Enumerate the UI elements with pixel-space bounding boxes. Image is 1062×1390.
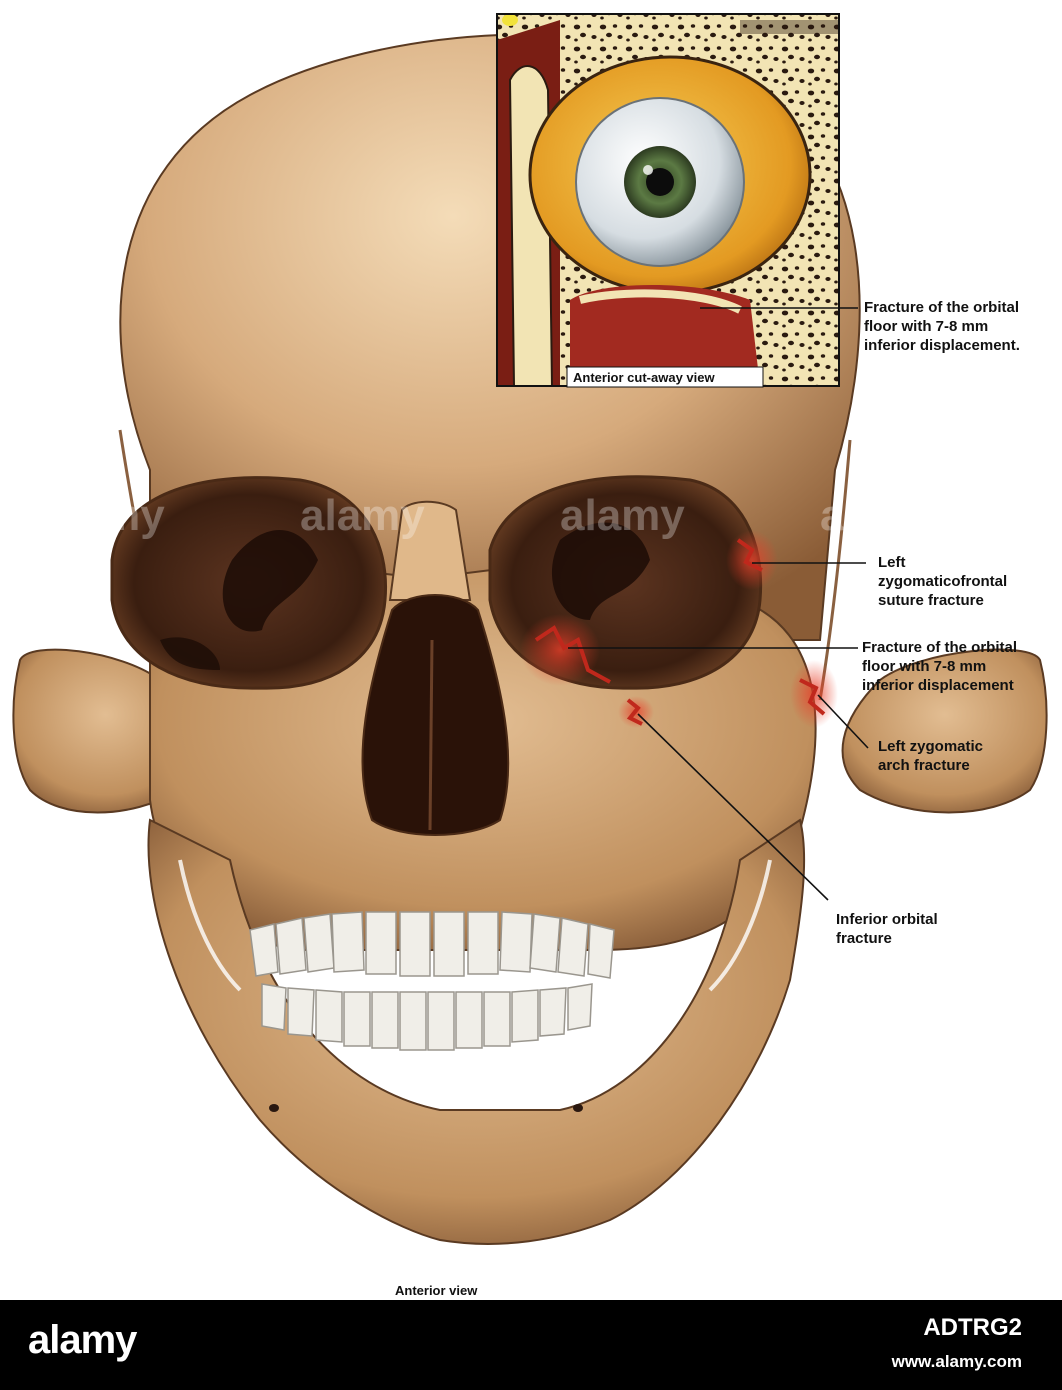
svg-text:alamy: alamy <box>300 491 425 540</box>
svg-text:alamy: alamy <box>820 491 945 540</box>
inset-caption: Anterior cut-away view <box>573 370 715 385</box>
nasal-cavity <box>361 594 510 836</box>
inset-caption-box <box>566 366 764 388</box>
svg-text:alamy: alamy <box>560 491 685 540</box>
right-zygoma <box>841 648 1048 814</box>
label-inferior-orbital-fracture: Inferior orbital fracture <box>836 911 938 947</box>
label-orbital-floor-fracture: Fracture of the orbital floor with 7-8 m… <box>862 639 1018 694</box>
image-code: ADTRG2 <box>923 1314 1022 1341</box>
svg-text:alamy: alamy <box>40 491 165 540</box>
leader-lines <box>568 307 869 901</box>
cutaway-inset <box>496 13 840 388</box>
skull-illustration: alamy alamy alamy alamy <box>12 13 1048 1245</box>
watermark: alamy alamy alamy alamy <box>40 491 945 540</box>
mandible <box>147 818 806 1245</box>
label-zygomatic-arch-fracture: Left zygomatic arch fracture <box>878 738 984 774</box>
label-inset-orbital-floor-fracture: Fracture of the orbital floor with 7-8 m… <box>864 299 1020 354</box>
teeth <box>249 911 615 1051</box>
footer-logo: alamy <box>28 1318 137 1362</box>
view-caption: Anterior view <box>395 1283 478 1298</box>
footer-url: www.alamy.com <box>891 1352 1022 1371</box>
footer-bar: alamy ADTRG2 www.alamy.com <box>0 1300 1062 1390</box>
fracture-sites <box>520 530 838 728</box>
illustration: alamy alamy alamy alamy Anterior cut-awa… <box>12 13 1048 1298</box>
label-zygomaticofrontal-fracture: Left zygomaticofrontal suture fracture <box>878 554 1008 609</box>
nasal-bones <box>388 500 472 601</box>
